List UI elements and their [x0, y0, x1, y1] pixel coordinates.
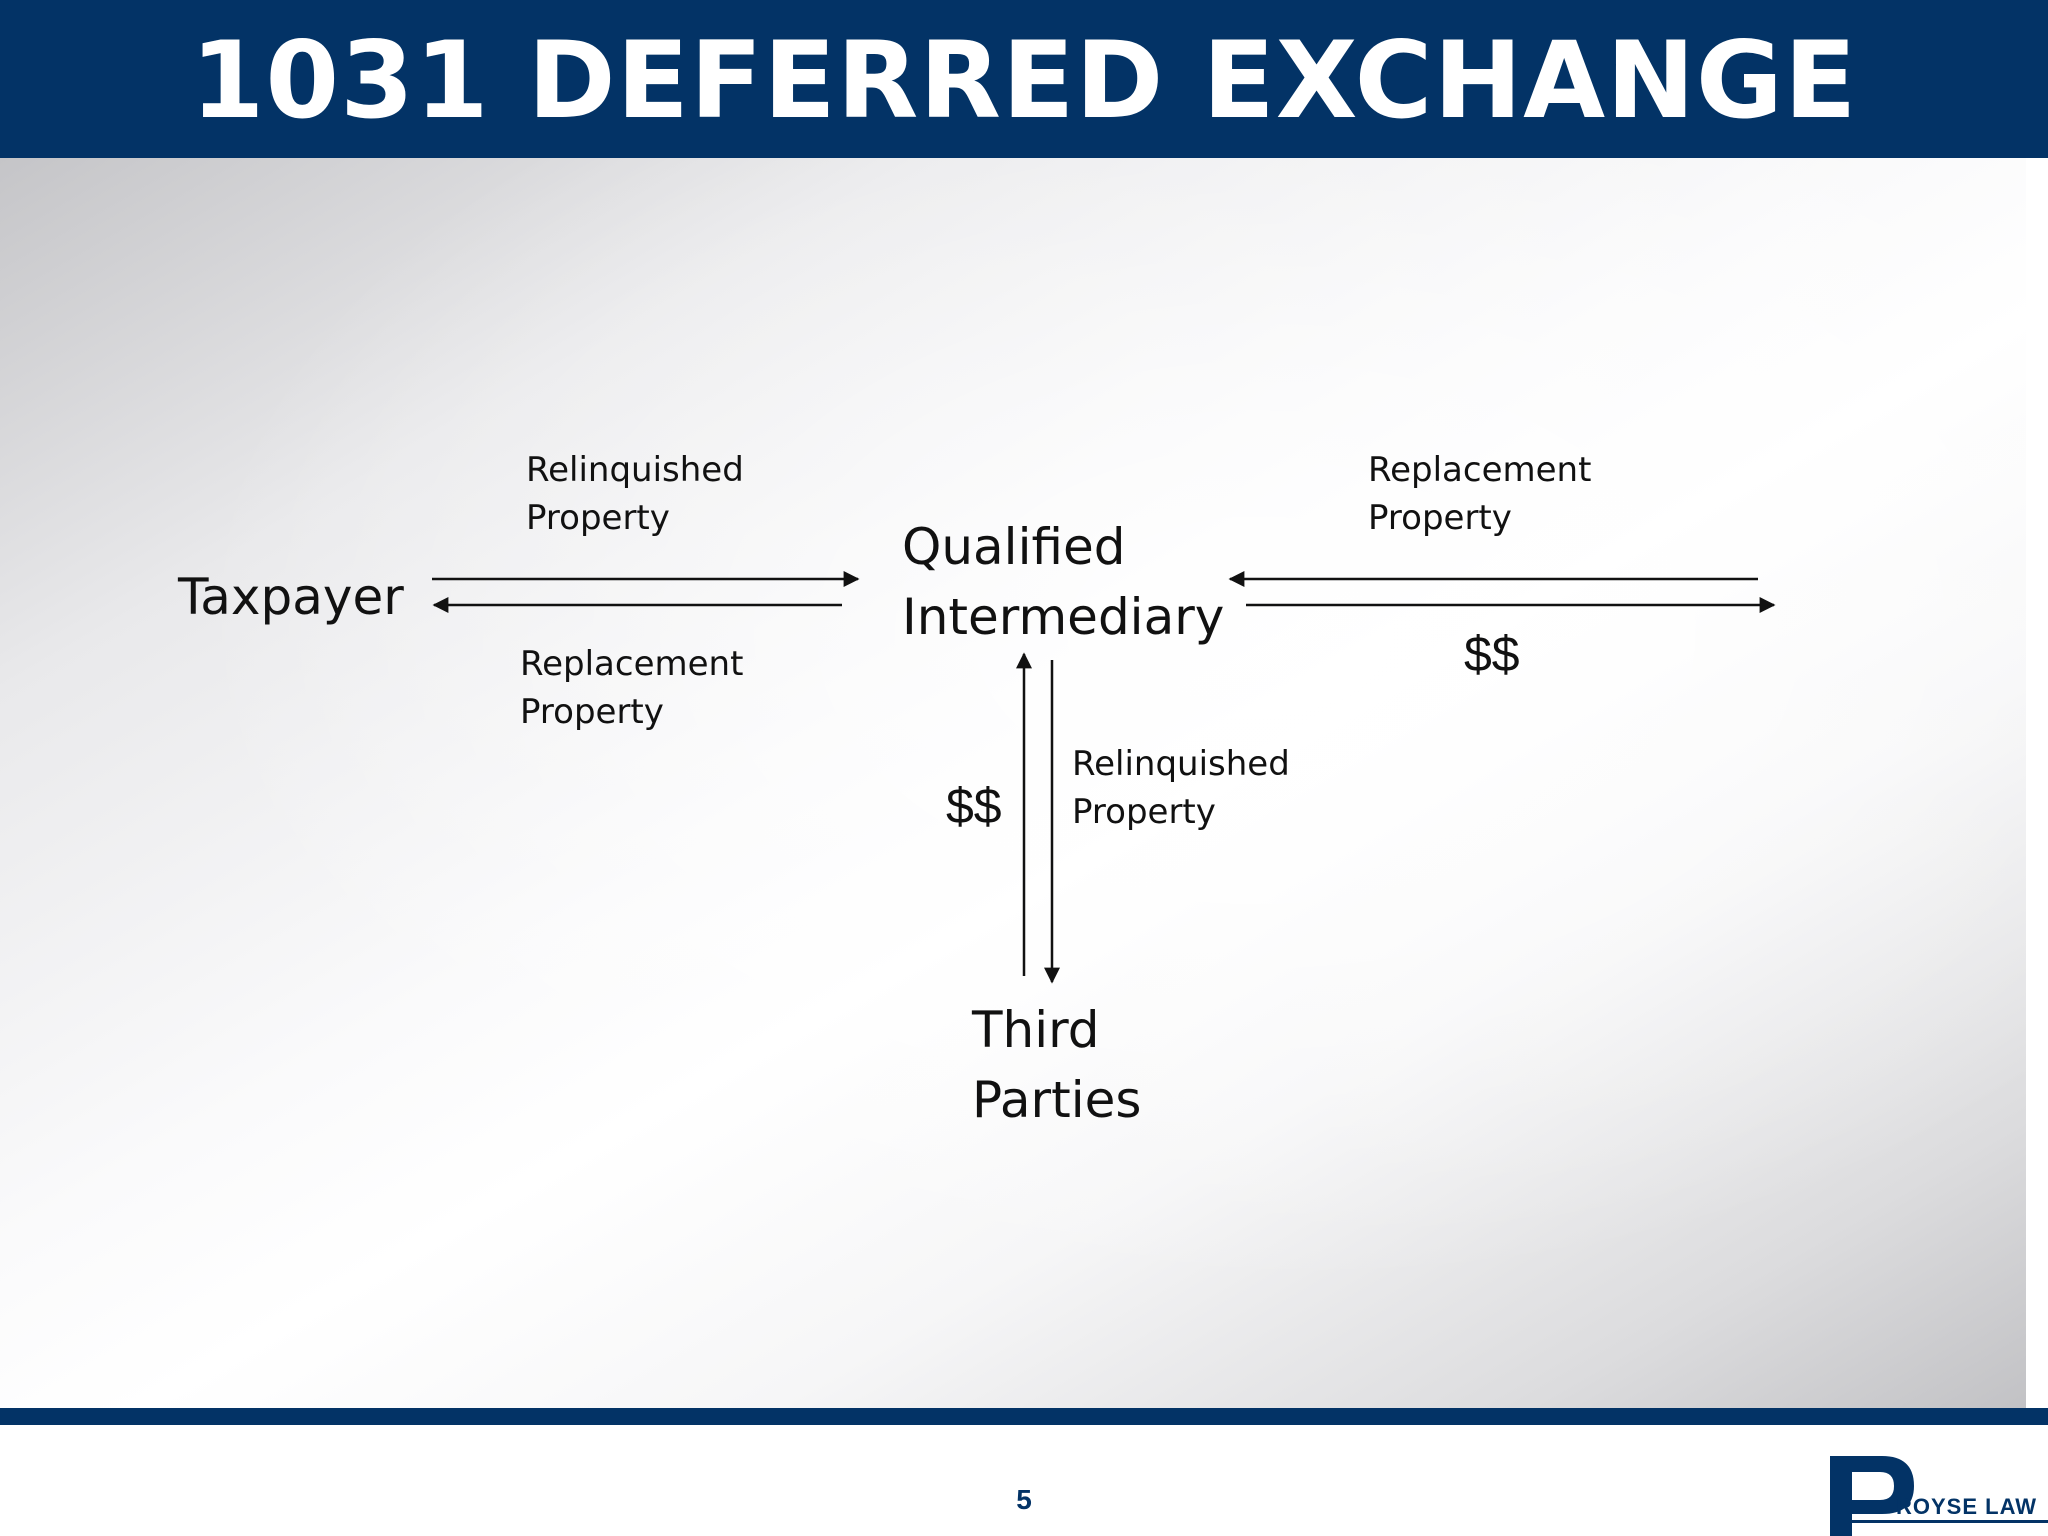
qi-line-1: Qualified: [902, 518, 1126, 576]
label-text: Property: [1072, 792, 1216, 832]
label-text: Replacement: [1368, 450, 1592, 490]
label-text: Replacement: [520, 644, 744, 684]
third-parties-node: Third Parties: [972, 995, 1141, 1135]
label-left-relinquished: Relinquished Property: [526, 446, 744, 542]
label-text: Property: [526, 498, 670, 538]
royse-law-logo: [1830, 1456, 2048, 1536]
qualified-intermediary-node: Qualified Intermediary: [902, 512, 1224, 652]
slide-title: 1031 DEFERRED EXCHANGE: [190, 19, 1858, 142]
title-bar: [0, 0, 2048, 158]
flow-arrows: [432, 571, 1776, 984]
label-right-money: $$: [1464, 626, 1520, 682]
label-vertical-money: $$: [946, 778, 1002, 834]
logo-text: ROYSE LAW: [1896, 1494, 2038, 1519]
page-number: 5: [1016, 1484, 1032, 1515]
label-text: Property: [520, 692, 664, 732]
label-left-replacement: Replacement Property: [520, 640, 743, 736]
label-right-replacement: Replacement Property: [1368, 446, 1591, 542]
label-text: Property: [1368, 498, 1512, 538]
label-vertical-relinquished: Relinquished Property: [1072, 740, 1290, 836]
footer-rule: [0, 1408, 2048, 1425]
label-text: Relinquished: [526, 450, 744, 490]
diagram-background: [0, 158, 2026, 1408]
third-line-2: Parties: [972, 1071, 1142, 1129]
taxpayer-node: Taxpayer: [178, 568, 404, 626]
label-text: Relinquished: [1072, 744, 1290, 784]
third-line-1: Third: [972, 1001, 1100, 1059]
qi-line-2: Intermediary: [902, 588, 1225, 646]
